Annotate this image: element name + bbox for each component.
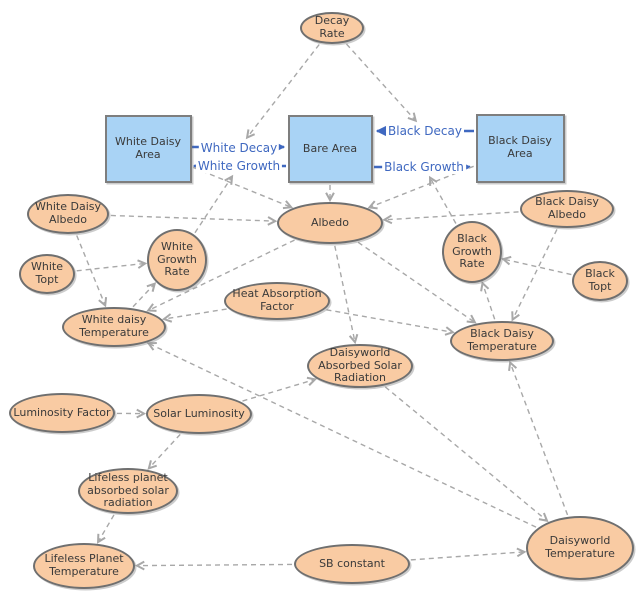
- connector-black-topt-to-black-growth-rate: [501, 255, 572, 276]
- connector-heat-absorption-factor-to-white-daisy-temperature: [161, 308, 227, 323]
- connector-daisyworld-temperature-to-black-daisy-temperature: [508, 360, 569, 516]
- connector-white-growth-rate-to-white-growth: [194, 174, 234, 234]
- node-label: Solar Luminosity: [153, 406, 245, 420]
- connector-white-daisy-albedo-to-albedo: [110, 214, 278, 226]
- node-label: Lifeless Planet Temperature: [44, 552, 124, 578]
- connector-white-daisy-albedo-to-white-daisy-temperature: [76, 235, 108, 308]
- node-albedo[interactable]: Albedo: [277, 202, 383, 244]
- flow-label-white-growth[interactable]: White Growth: [195, 159, 283, 173]
- connector-albedo-to-black-daisy-temperature: [357, 241, 477, 324]
- node-bare-area[interactable]: Bare Area: [287, 115, 373, 183]
- node-label: Luminosity Factor: [13, 405, 111, 419]
- node-white-growth-rate[interactable]: White Growth Rate: [147, 229, 207, 291]
- node-black-topt[interactable]: Black Topt: [572, 261, 628, 301]
- node-label: Black Daisy Albedo: [535, 195, 599, 221]
- connector-sb-constant-to-daisyworld-temperature: [410, 547, 527, 561]
- node-luminosity-factor[interactable]: Luminosity Factor: [9, 393, 115, 433]
- node-black-daisy-area[interactable]: Black Daisy Area: [475, 113, 565, 183]
- connector-decay-rate-to-white-decay: [245, 44, 320, 140]
- node-label: White Topt: [31, 260, 63, 286]
- node-label: Black Growth Rate: [452, 231, 492, 271]
- connector-white-topt-to-white-growth-rate: [76, 259, 148, 272]
- node-decay-rate[interactable]: Decay Rate: [300, 12, 364, 44]
- node-label: Heat Absorption Factor: [232, 287, 322, 313]
- node-label: White Daisy Area: [115, 135, 181, 161]
- flow-label-black-growth[interactable]: Black Growth: [382, 160, 466, 174]
- node-sb-constant[interactable]: SB constant: [294, 544, 410, 584]
- node-daisyworld-absorbed-solar-radiation[interactable]: Daisyworld Absorbed Solar Radiation: [307, 344, 413, 388]
- node-daisyworld-temperature[interactable]: Daisyworld Temperature: [526, 516, 634, 580]
- connector-sb-constant-to-lifeless-planet-temperature: [134, 560, 293, 571]
- node-label: Albedo: [310, 215, 350, 229]
- node-label: White daisy Temperature: [79, 313, 149, 339]
- node-black-daisy-temperature[interactable]: Black Daisy Temperature: [450, 321, 554, 361]
- node-black-daisy-albedo[interactable]: Black Daisy Albedo: [520, 190, 614, 228]
- node-solar-luminosity[interactable]: Solar Luminosity: [146, 394, 252, 434]
- connector-black-daisy-albedo-to-black-daisy-temperature: [511, 229, 558, 322]
- connector-heat-absorption-factor-to-black-daisy-temperature: [326, 309, 455, 336]
- connector-daisyworld-absorbed-solar-radiation-to-daisyworld-temperature: [384, 386, 549, 523]
- node-label: White Growth Rate: [157, 239, 197, 279]
- node-label: Daisyworld Temperature: [545, 534, 615, 560]
- node-black-growth-rate[interactable]: Black Growth Rate: [442, 221, 502, 283]
- node-white-topt[interactable]: White Topt: [19, 254, 75, 294]
- connector-albedo-to-white-daisy-temperature: [146, 239, 295, 312]
- connector-solar-luminosity-to-lifeless-planet-absorbed-solar-radiation: [147, 433, 181, 470]
- node-label: Bare Area: [302, 141, 358, 155]
- node-label: Decay Rate: [314, 14, 350, 40]
- connector-black-daisy-albedo-to-albedo: [382, 211, 519, 225]
- node-label: SB constant: [319, 556, 385, 570]
- node-label: Lifeless planet absorbed solar radiation: [87, 470, 169, 510]
- connector-black-daisy-temperature-to-black-growth-rate: [480, 281, 496, 320]
- flow-label-white-decay[interactable]: White Decay: [198, 141, 280, 155]
- node-white-daisy-temperature[interactable]: White daisy Temperature: [62, 307, 166, 347]
- node-label: Black Topt: [585, 267, 615, 293]
- connector-solar-luminosity-to-daisyworld-absorbed-solar-radiation: [242, 376, 318, 402]
- connector-albedo-to-daisyworld-absorbed-solar-radiation: [334, 245, 359, 345]
- node-lifeless-planet-absorbed-solar-radiation[interactable]: Lifeless planet absorbed solar radiation: [78, 468, 178, 514]
- node-label: Black Daisy Area: [488, 134, 552, 160]
- node-label: Black Daisy Temperature: [467, 327, 537, 353]
- node-label: White Daisy Albedo: [35, 200, 101, 226]
- node-lifeless-planet-temperature[interactable]: Lifeless Planet Temperature: [33, 543, 135, 589]
- node-label: Daisyworld Absorbed Solar Radiation: [318, 345, 402, 385]
- node-heat-absorption-factor[interactable]: Heat Absorption Factor: [224, 282, 330, 320]
- flow-label-black-decay[interactable]: Black Decay: [386, 124, 464, 138]
- node-white-daisy-area[interactable]: White Daisy Area: [104, 115, 192, 183]
- node-white-daisy-albedo[interactable]: White Daisy Albedo: [27, 194, 109, 234]
